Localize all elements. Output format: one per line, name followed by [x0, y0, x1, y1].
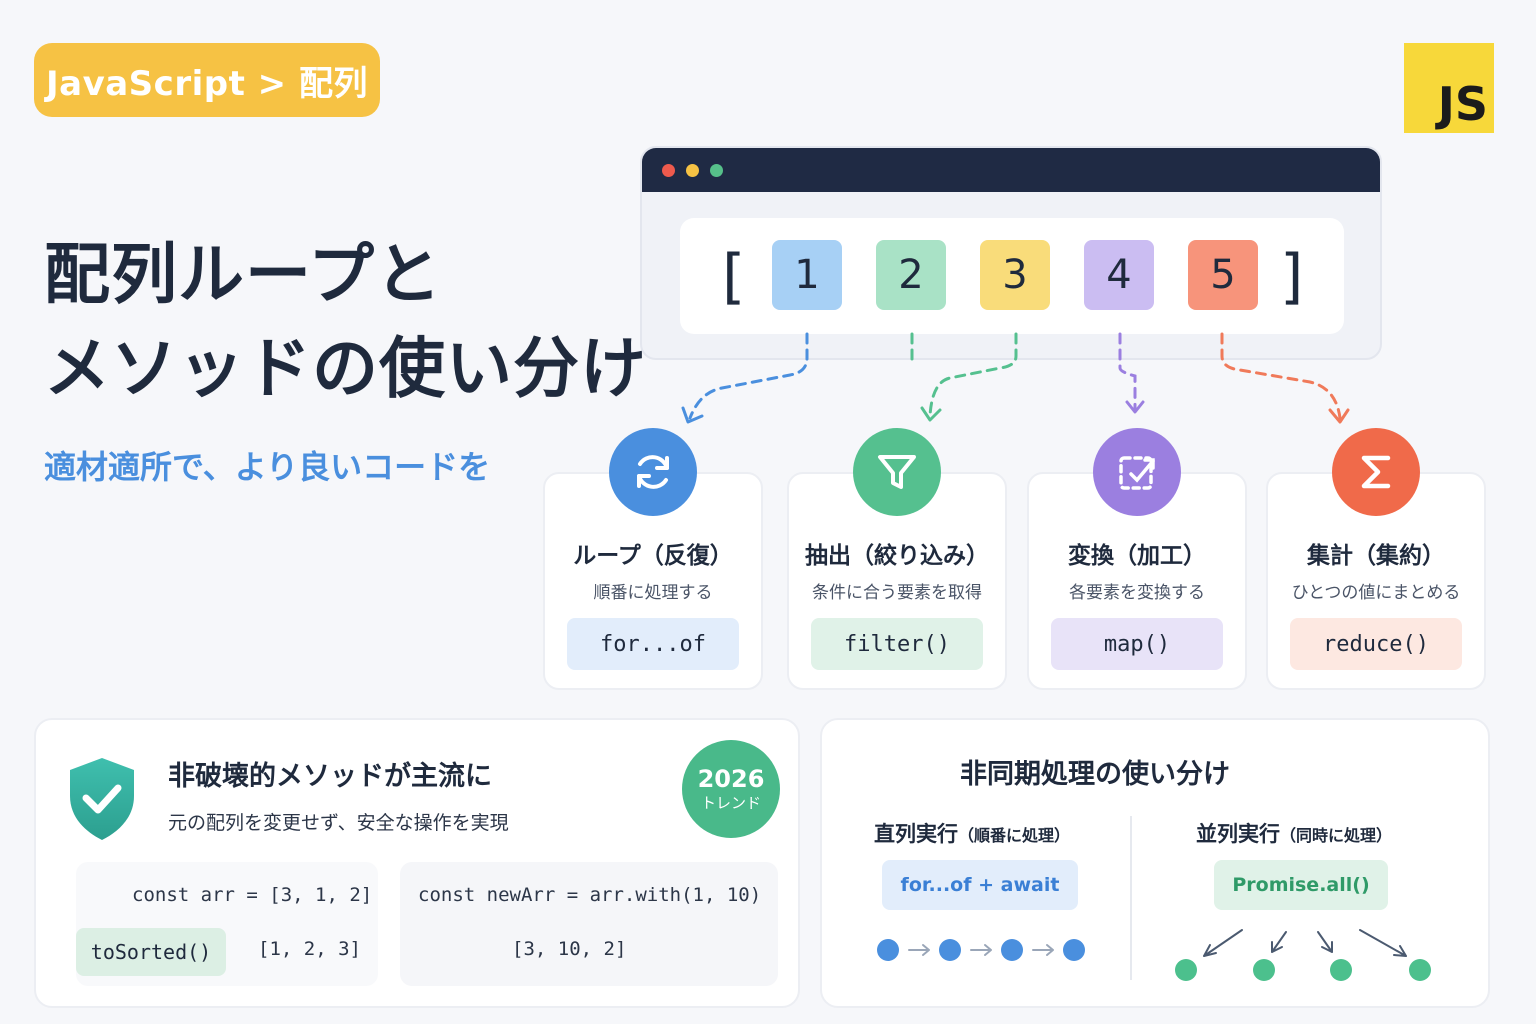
array-item-3: 3 — [980, 240, 1050, 310]
serial-heading: 直列実行（順番に処理） — [874, 818, 1070, 848]
parallel-heading: 並列実行（同時に処理） — [1196, 818, 1392, 848]
arrow-to-loop — [688, 332, 809, 420]
method-title: ループ（反復） — [573, 543, 733, 569]
parallel-arrow-2 — [1271, 931, 1287, 953]
parallel-node-4 — [1409, 959, 1431, 981]
async-panel: 非同期処理の使い分け 直列実行（順番に処理） 並列実行（同時に処理） for..… — [820, 718, 1490, 1008]
non-destructive-panel: 非破壊的メソッドが主流に 元の配列を変更せず、安全な操作を実現 2026 トレン… — [34, 718, 800, 1008]
breadcrumb[interactable]: JavaScript > 配列 — [34, 43, 380, 117]
serial-arrow-1 — [908, 944, 930, 956]
method-code: for...of — [567, 618, 739, 670]
sorted-result: [1, 2, 3] — [258, 938, 361, 960]
code-line-with: const newArr = arr.with(1, 10) — [418, 884, 762, 906]
page-title: 配列ループと メソッドの使い分け — [44, 228, 647, 416]
array-window: [ 1 2 3 4 5 ] — [640, 146, 1382, 360]
serial-node-2 — [939, 939, 961, 961]
maximize-dot-icon — [710, 163, 723, 177]
parallel-arrow-3 — [1317, 931, 1333, 953]
async-title: 非同期処理の使い分け — [960, 759, 1230, 790]
parallel-flow-diagram — [1175, 929, 1431, 981]
array-open-bracket: [ — [722, 242, 746, 312]
serial-node-3 — [1001, 939, 1023, 961]
method-code: map() — [1051, 618, 1223, 670]
page-subtitle: 適材適所で、より良いコードを — [44, 448, 491, 486]
refresh-icon — [609, 428, 697, 516]
parallel-code-pill: Promise.all() — [1214, 860, 1388, 910]
arrow-to-map — [1118, 332, 1137, 412]
async-divider — [1130, 816, 1132, 980]
sigma-icon — [1332, 428, 1420, 516]
array-item-5: 5 — [1188, 240, 1258, 310]
parallel-node-3 — [1330, 959, 1352, 981]
arrow-to-reduce — [1220, 332, 1342, 420]
close-dot-icon — [662, 163, 675, 177]
filter-icon — [853, 428, 941, 516]
array-item-4: 4 — [1084, 240, 1154, 310]
arrow-head-map — [1125, 400, 1145, 414]
arrow-head-reduce — [1328, 408, 1350, 424]
trend-badge: 2026 トレンド — [682, 740, 780, 838]
method-desc: 条件に合う要素を取得 — [812, 583, 982, 603]
parallel-title: 並列実行 — [1196, 822, 1280, 846]
parallel-note: （同時に処理） — [1280, 826, 1393, 845]
parallel-node-2 — [1253, 959, 1275, 981]
transform-icon — [1093, 428, 1181, 516]
shield-check-icon — [70, 758, 134, 840]
arrow-to-filter-b — [928, 332, 1018, 418]
parallel-arrow-4 — [1359, 929, 1407, 957]
title-line-1: 配列ループと — [44, 236, 443, 313]
method-title: 変換（加工） — [1068, 543, 1206, 569]
serial-node-1 — [877, 939, 899, 961]
non-destructive-desc: 元の配列を変更せず、安全な操作を実現 — [168, 812, 509, 834]
method-title: 抽出（絞り込み） — [805, 543, 989, 569]
badge-year: 2026 — [697, 765, 765, 793]
array-close-bracket: ] — [1280, 242, 1304, 312]
method-desc: ひとつの値にまとめる — [1291, 583, 1461, 603]
window-titlebar — [642, 148, 1380, 192]
method-title: 集計（集約） — [1307, 543, 1445, 569]
code-example-with: const newArr = arr.with(1, 10) [3, 10, 2… — [400, 862, 778, 986]
method-code: reduce() — [1290, 618, 1462, 670]
serial-title: 直列実行 — [874, 822, 958, 846]
array-item-2: 2 — [876, 240, 946, 310]
code-example-sorted: const arr = [3, 1, 2] toSorted() [1, 2, … — [76, 862, 378, 986]
with-result: [3, 10, 2] — [512, 938, 627, 960]
non-destructive-title: 非破壊的メソッドが主流に — [168, 761, 492, 792]
serial-note: （順番に処理） — [958, 826, 1071, 845]
serial-arrow-3 — [1032, 944, 1054, 956]
serial-flow-diagram — [877, 939, 1085, 961]
arrow-head-loop — [681, 406, 704, 424]
minimize-dot-icon — [686, 163, 699, 177]
method-desc: 各要素を変換する — [1069, 583, 1205, 603]
method-code: filter() — [811, 618, 983, 670]
parallel-node-1 — [1175, 959, 1197, 981]
array-literal: [ 1 2 3 4 5 ] — [680, 218, 1344, 334]
code-line-arr: const arr = [3, 1, 2] — [132, 884, 373, 906]
parallel-arrow-1 — [1203, 929, 1243, 957]
serial-code-pill: for...of + await — [882, 860, 1078, 910]
method-desc: 順番に処理する — [593, 583, 713, 603]
array-item-1: 1 — [772, 240, 842, 310]
badge-text: トレンド — [700, 794, 761, 812]
arrow-head-filter — [920, 406, 942, 422]
title-line-2: メソッドの使い分け — [44, 330, 647, 407]
serial-node-4 — [1063, 939, 1085, 961]
to-sorted-pill: toSorted() — [76, 928, 226, 976]
js-logo: JS — [1404, 43, 1494, 133]
serial-arrow-2 — [970, 944, 992, 956]
